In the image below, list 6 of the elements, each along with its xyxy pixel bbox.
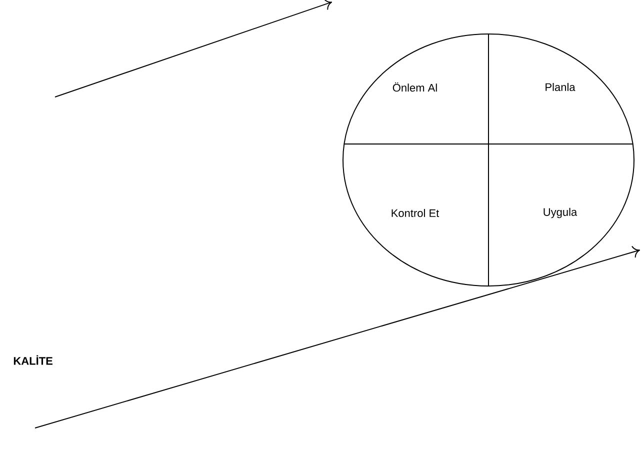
quadrant-label: Planla [546, 82, 576, 92]
quadrant-label: Uygula [544, 208, 578, 218]
circle [342, 34, 634, 286]
quadrant-label: Kontrol Et [392, 208, 440, 218]
heading: KALİTE [14, 355, 52, 365]
quadrant-label: Önlem Al [392, 82, 437, 92]
